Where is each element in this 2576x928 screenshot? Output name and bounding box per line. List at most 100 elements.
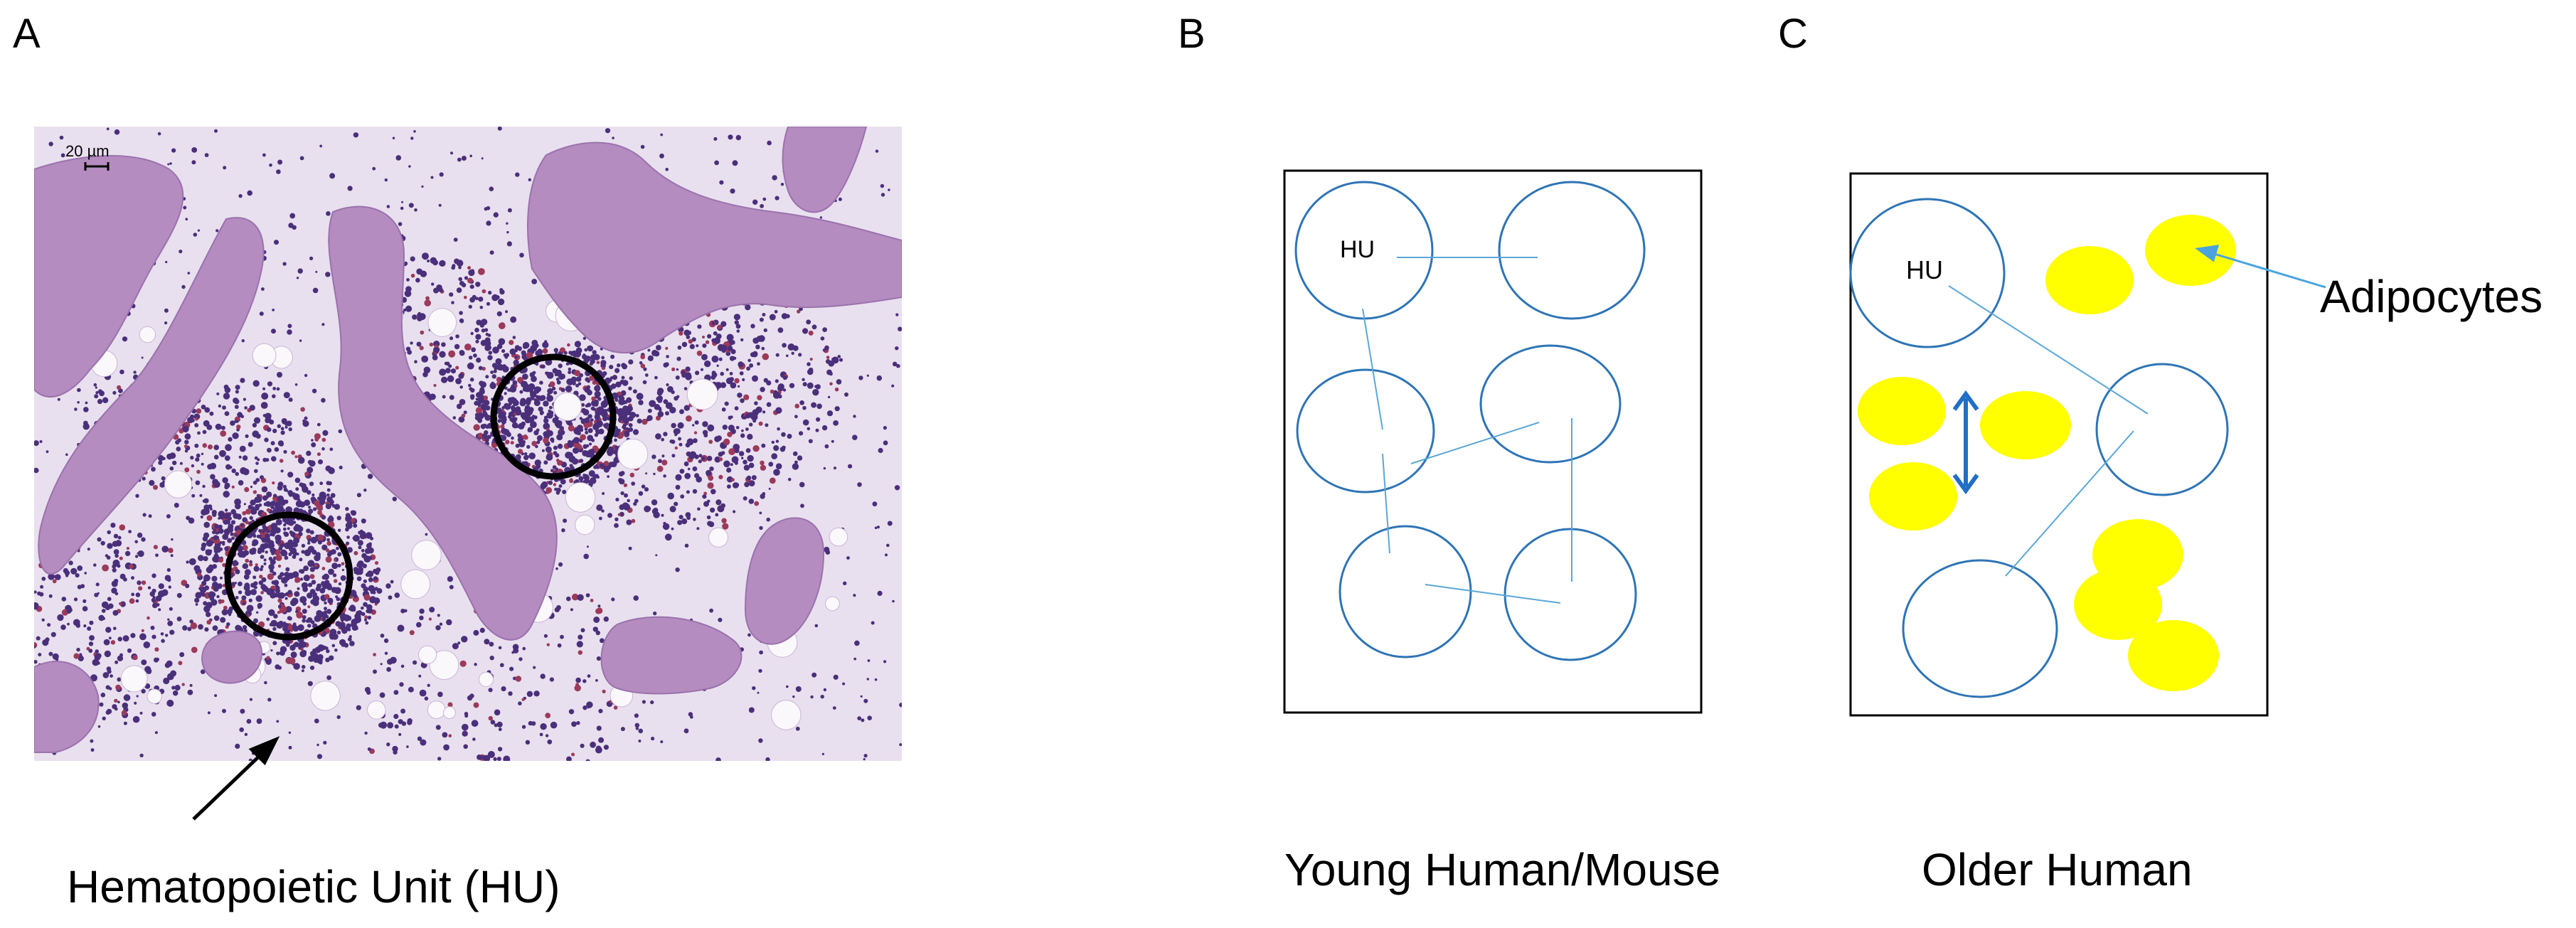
marrow-cell <box>307 560 315 567</box>
marrow-cell <box>353 550 358 555</box>
marrow-cell <box>665 402 673 410</box>
marrow-cell <box>568 367 572 371</box>
marrow-cell <box>766 402 772 407</box>
marrow-cell <box>526 407 530 411</box>
marrow-cell <box>405 286 412 292</box>
marrow-cell <box>289 644 296 651</box>
marrow-cell <box>740 398 745 403</box>
marrow-cell <box>255 595 262 602</box>
marrow-cell <box>285 658 292 664</box>
marrow-cell <box>235 503 241 510</box>
marrow-cell <box>501 427 507 434</box>
marrow-cell <box>427 260 430 262</box>
marrow-cell <box>245 589 252 597</box>
marrow-cell <box>738 451 745 457</box>
marrow-cell <box>623 483 628 488</box>
marrow-cell <box>335 621 341 627</box>
marrow-cell <box>239 445 246 452</box>
marrow-cell <box>314 601 319 606</box>
marrow-cell <box>307 624 312 628</box>
marrow-cell <box>458 416 465 423</box>
marrow-cell <box>347 627 351 631</box>
marrow-cell <box>771 453 777 459</box>
marrow-cell <box>631 518 636 523</box>
marrow-cell <box>459 385 463 389</box>
marrow-cell <box>651 499 658 506</box>
marrow-cell <box>218 404 222 408</box>
marrow-cell <box>321 583 329 590</box>
marrow-cell <box>339 639 346 646</box>
marrow-cell <box>141 629 144 633</box>
marrow-cell <box>523 434 528 438</box>
marrow-cell <box>707 482 714 489</box>
marrow-cell <box>539 380 543 385</box>
marrow-cell <box>607 465 611 470</box>
marrow-cell <box>631 481 636 486</box>
marrow-cell <box>441 342 446 347</box>
marrow-cell <box>405 305 413 312</box>
marrow-cell <box>515 424 519 429</box>
marrow-cell <box>358 545 362 550</box>
marrow-cell <box>410 341 413 345</box>
marrow-cell <box>293 663 300 670</box>
marrow-cell <box>647 355 654 361</box>
marrow-cell <box>434 347 438 352</box>
marrow-cell <box>557 460 563 466</box>
marrow-cell <box>186 516 191 521</box>
marrow-cell <box>748 498 755 504</box>
marrow-cell <box>265 501 271 507</box>
marrow-cell <box>536 435 543 442</box>
marrow-cell <box>277 604 282 609</box>
marrow-cell <box>325 556 332 563</box>
marrow-cell <box>295 487 299 491</box>
marrow-cell <box>543 460 548 465</box>
marrow-cell <box>231 536 235 540</box>
marrow-cell <box>512 336 516 339</box>
marrow-cell <box>260 402 268 409</box>
marrow-cell <box>593 400 597 405</box>
marrow-cell <box>290 651 297 658</box>
marrow-cell <box>754 501 760 506</box>
marrow-cell <box>199 586 207 594</box>
marrow-cell <box>271 580 276 585</box>
marrow-cell <box>302 420 309 427</box>
marrow-cell <box>740 433 745 438</box>
marrow-cell <box>190 622 198 629</box>
marrow-cell <box>280 427 284 431</box>
marrow-cell <box>622 423 627 427</box>
marrow-cell <box>583 358 590 364</box>
marrow-cell <box>221 609 228 616</box>
marrow-cell <box>547 388 553 395</box>
marrow-cell <box>272 394 276 398</box>
marrow-cell <box>361 548 365 553</box>
marrow-cell <box>38 653 42 657</box>
marrow-cell <box>656 390 663 396</box>
marrow-cell <box>317 540 322 545</box>
marrow-cell <box>594 385 601 392</box>
marrow-cell <box>220 617 226 623</box>
marrow-cell <box>289 543 293 547</box>
marrow-cell <box>324 594 330 599</box>
marrow-cell <box>336 597 341 602</box>
marrow-cell <box>261 549 265 553</box>
marrow-cell <box>311 590 316 595</box>
marrow-cell <box>346 615 352 621</box>
marrow-cell <box>271 551 275 555</box>
marrow-cell <box>255 478 260 482</box>
marrow-cell <box>243 398 246 401</box>
marrow-cell <box>201 462 204 466</box>
marrow-cell <box>575 383 580 388</box>
marrow-cell <box>449 292 454 297</box>
marrow-cell <box>301 485 305 489</box>
marrow-cell <box>249 516 253 520</box>
marrow-cell <box>543 415 548 420</box>
marrow-cell <box>432 260 438 266</box>
marrow-cell <box>228 524 232 528</box>
marrow-cell <box>617 513 621 516</box>
marrow-cell <box>546 395 553 402</box>
marrow-cell <box>230 582 236 587</box>
marrow-cell <box>324 614 329 619</box>
marrow-cell <box>496 363 503 370</box>
marrow-cell <box>661 459 668 466</box>
marrow-cell <box>587 379 590 383</box>
